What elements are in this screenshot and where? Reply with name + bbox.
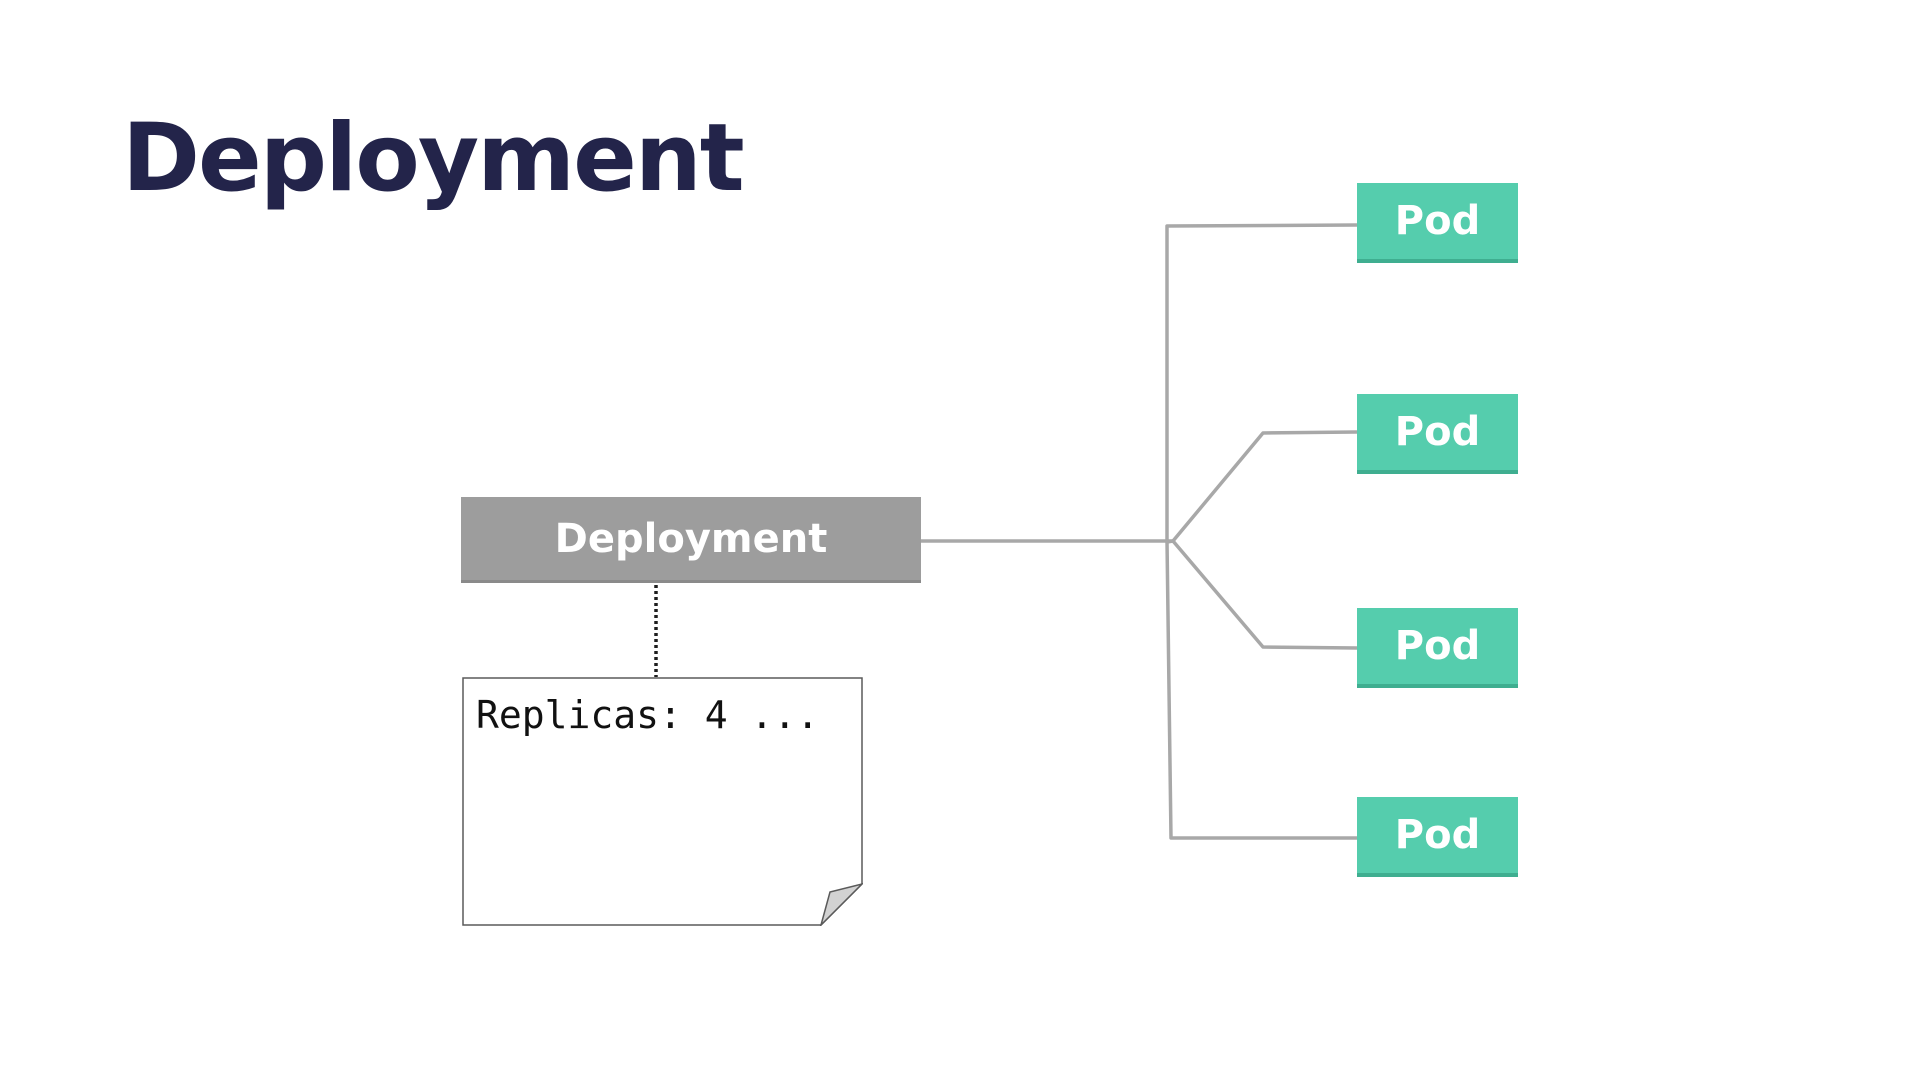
pod-box[interactable]: Pod (1357, 608, 1518, 688)
note-page-shape (462, 677, 863, 926)
pod-1-connector (1165, 223, 1358, 544)
pod-label: Pod (1394, 409, 1481, 455)
pod-4-connector (1165, 540, 1357, 840)
replicas-text: Replicas: 4 ... (476, 693, 820, 737)
pod-box[interactable]: Pod (1357, 797, 1518, 877)
pod-box[interactable]: Pod (1357, 183, 1518, 263)
pod-label: Pod (1394, 198, 1481, 244)
deployment-box[interactable]: Deployment (461, 497, 921, 583)
pod-box[interactable]: Pod (1357, 394, 1518, 474)
folded-corner-icon (819, 882, 863, 926)
pod-3-connector (1171, 539, 1358, 650)
deployment-label: Deployment (554, 515, 828, 562)
config-note: Replicas: 4 ... (462, 677, 863, 926)
page-title: Deployment (122, 104, 745, 213)
pod-label: Pod (1394, 812, 1481, 858)
pod-2-connector (1171, 430, 1358, 543)
pod-label: Pod (1394, 623, 1481, 669)
